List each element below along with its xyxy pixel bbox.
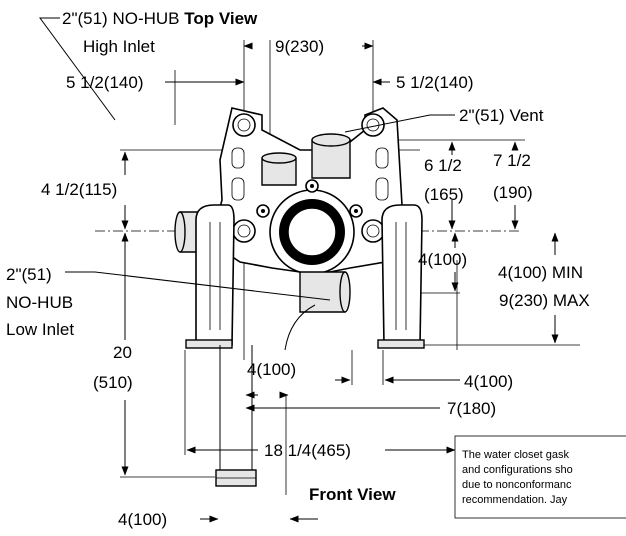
- dim-vent: 2"(51) Vent: [459, 106, 544, 125]
- low-inlet-line3: Low Inlet: [6, 320, 74, 339]
- carrier-fitting-body: [174, 107, 425, 487]
- dim-mid-h: 4(100): [418, 250, 467, 269]
- dim-height-b: (510): [93, 373, 133, 392]
- note-line-4: recommendation. Jay: [462, 494, 568, 506]
- dim-overall-width: 18 1/4(465): [264, 441, 351, 460]
- dim-vent-h2a: 7 1/2: [493, 151, 531, 170]
- note-line-3: due to nonconformanc: [462, 479, 572, 491]
- dim-right-step: 4(100): [464, 372, 513, 391]
- low-inlet-line1: 2"(51): [6, 265, 52, 284]
- dim-vent-h1a: 6 1/2: [424, 156, 462, 175]
- dim-center-span: 7(180): [447, 399, 496, 418]
- dim-bottom-offset: 4(100): [118, 510, 167, 529]
- dim-top-width: 9(230): [275, 37, 324, 56]
- front-view-label: Front View: [309, 485, 396, 504]
- dim-range-min: 4(100) MIN: [498, 263, 583, 282]
- note-box: The water closet gask and configurations…: [454, 435, 626, 519]
- note-line-1: The water closet gask: [462, 449, 569, 461]
- dim-low-offset: 4(100): [247, 360, 296, 379]
- low-inlet-line2: NO-HUB: [6, 293, 73, 312]
- dim-vent-h1b: (165): [424, 185, 464, 204]
- dim-vent-h2b: (190): [493, 183, 533, 202]
- dim-left-offset: 5 1/2(140): [66, 73, 144, 92]
- dim-height-a: 20: [113, 343, 132, 362]
- top-inlet-line1: 2"(51) NO-HUB Top View: [62, 9, 258, 28]
- dimension-lines: [39, 17, 559, 523]
- top-inlet-line2: High Inlet: [83, 37, 155, 56]
- dim-range-max: 9(230) MAX: [499, 291, 590, 310]
- dim-right-offset: 5 1/2(140): [396, 73, 474, 92]
- dimension-labels: 2"(51) NO-HUB Top View High Inlet 9(230)…: [6, 9, 590, 529]
- note-line-2: and configurations sho: [462, 464, 573, 476]
- dim-left-h: 4 1/2(115): [41, 180, 117, 199]
